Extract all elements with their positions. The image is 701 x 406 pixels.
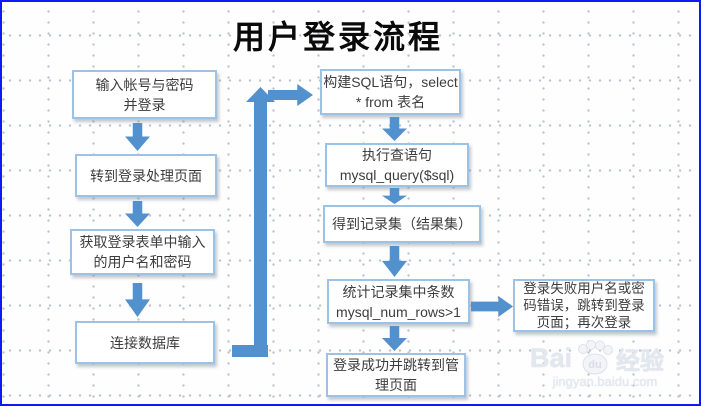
flow-node-build-sql: 构建SQL语句，select * from 表名: [320, 69, 461, 115]
watermark-brand-text: Bai: [530, 342, 573, 373]
arrow-right-icon: [471, 296, 513, 317]
arrow-down-icon: [125, 123, 150, 151]
flow-node-get-form-credentials: 获取登录表单中输入 的用户名和密码: [70, 229, 215, 275]
watermark-brand-suffix: 经验: [616, 347, 665, 375]
flow-node-get-recordset: 得到记录集（结果集）: [323, 205, 481, 243]
arrow-down-icon: [382, 117, 407, 141]
arrow-down-icon: [125, 201, 150, 227]
flow-node-login-failure: 登录失败用户名或密 码错误，跳转到登录 页面；再次登录: [513, 279, 655, 332]
arrow-down-icon: [125, 283, 150, 317]
flow-node-label: 连接数据库: [110, 334, 180, 351]
flow-node-label: 登录成功并跳转到管 理页面: [333, 357, 459, 393]
flow-node-label: 登录失败用户名或密 码错误，跳转到登录 页面；再次登录: [523, 281, 645, 330]
flow-node-count-rows: 统计记录集中条数 mysql_num_rows>1: [327, 279, 470, 324]
baidu-paw-icon: du: [578, 340, 614, 375]
flow-node-connect-database: 连接数据库: [75, 321, 215, 364]
flow-node-label: 转到登录处理页面: [90, 167, 202, 184]
flow-node-execute-query: 执行查语句 mysql_query($sql): [325, 143, 469, 187]
flow-node-label: 获取登录表单中输入 的用户名和密码: [79, 234, 206, 270]
flow-node-label: 统计记录集中条数 mysql_num_rows>1: [336, 283, 461, 320]
watermark-url: jingyan.baidu.com: [552, 374, 658, 389]
baidu-jingyan-watermark: Bai du 经验 jingyan.baidu.com: [530, 340, 680, 389]
flow-node-goto-login-handler: 转到登录处理页面: [75, 154, 217, 197]
flow-node-label: 输入帐号与密码 并登录: [95, 76, 194, 113]
arrow-down-icon: [382, 326, 407, 351]
watermark-paw-text: du: [588, 359, 601, 371]
connector-up-shaft: [254, 101, 267, 357]
flow-node-login-success: 登录成功并跳转到管 理页面: [326, 353, 466, 397]
flow-node-label: 得到记录集（结果集）: [332, 216, 472, 232]
page-title: 用户登录流程: [233, 19, 444, 55]
flow-node-input-credentials: 输入帐号与密码 并登录: [72, 70, 217, 119]
arrow-right-icon: [268, 84, 313, 106]
arrow-down-icon: [382, 188, 407, 204]
flow-node-label: 执行查语句 mysql_query($sql): [339, 147, 455, 183]
flow-node-label: 构建SQL语句，select * from 表名: [323, 74, 458, 110]
arrow-down-icon: [382, 246, 407, 277]
